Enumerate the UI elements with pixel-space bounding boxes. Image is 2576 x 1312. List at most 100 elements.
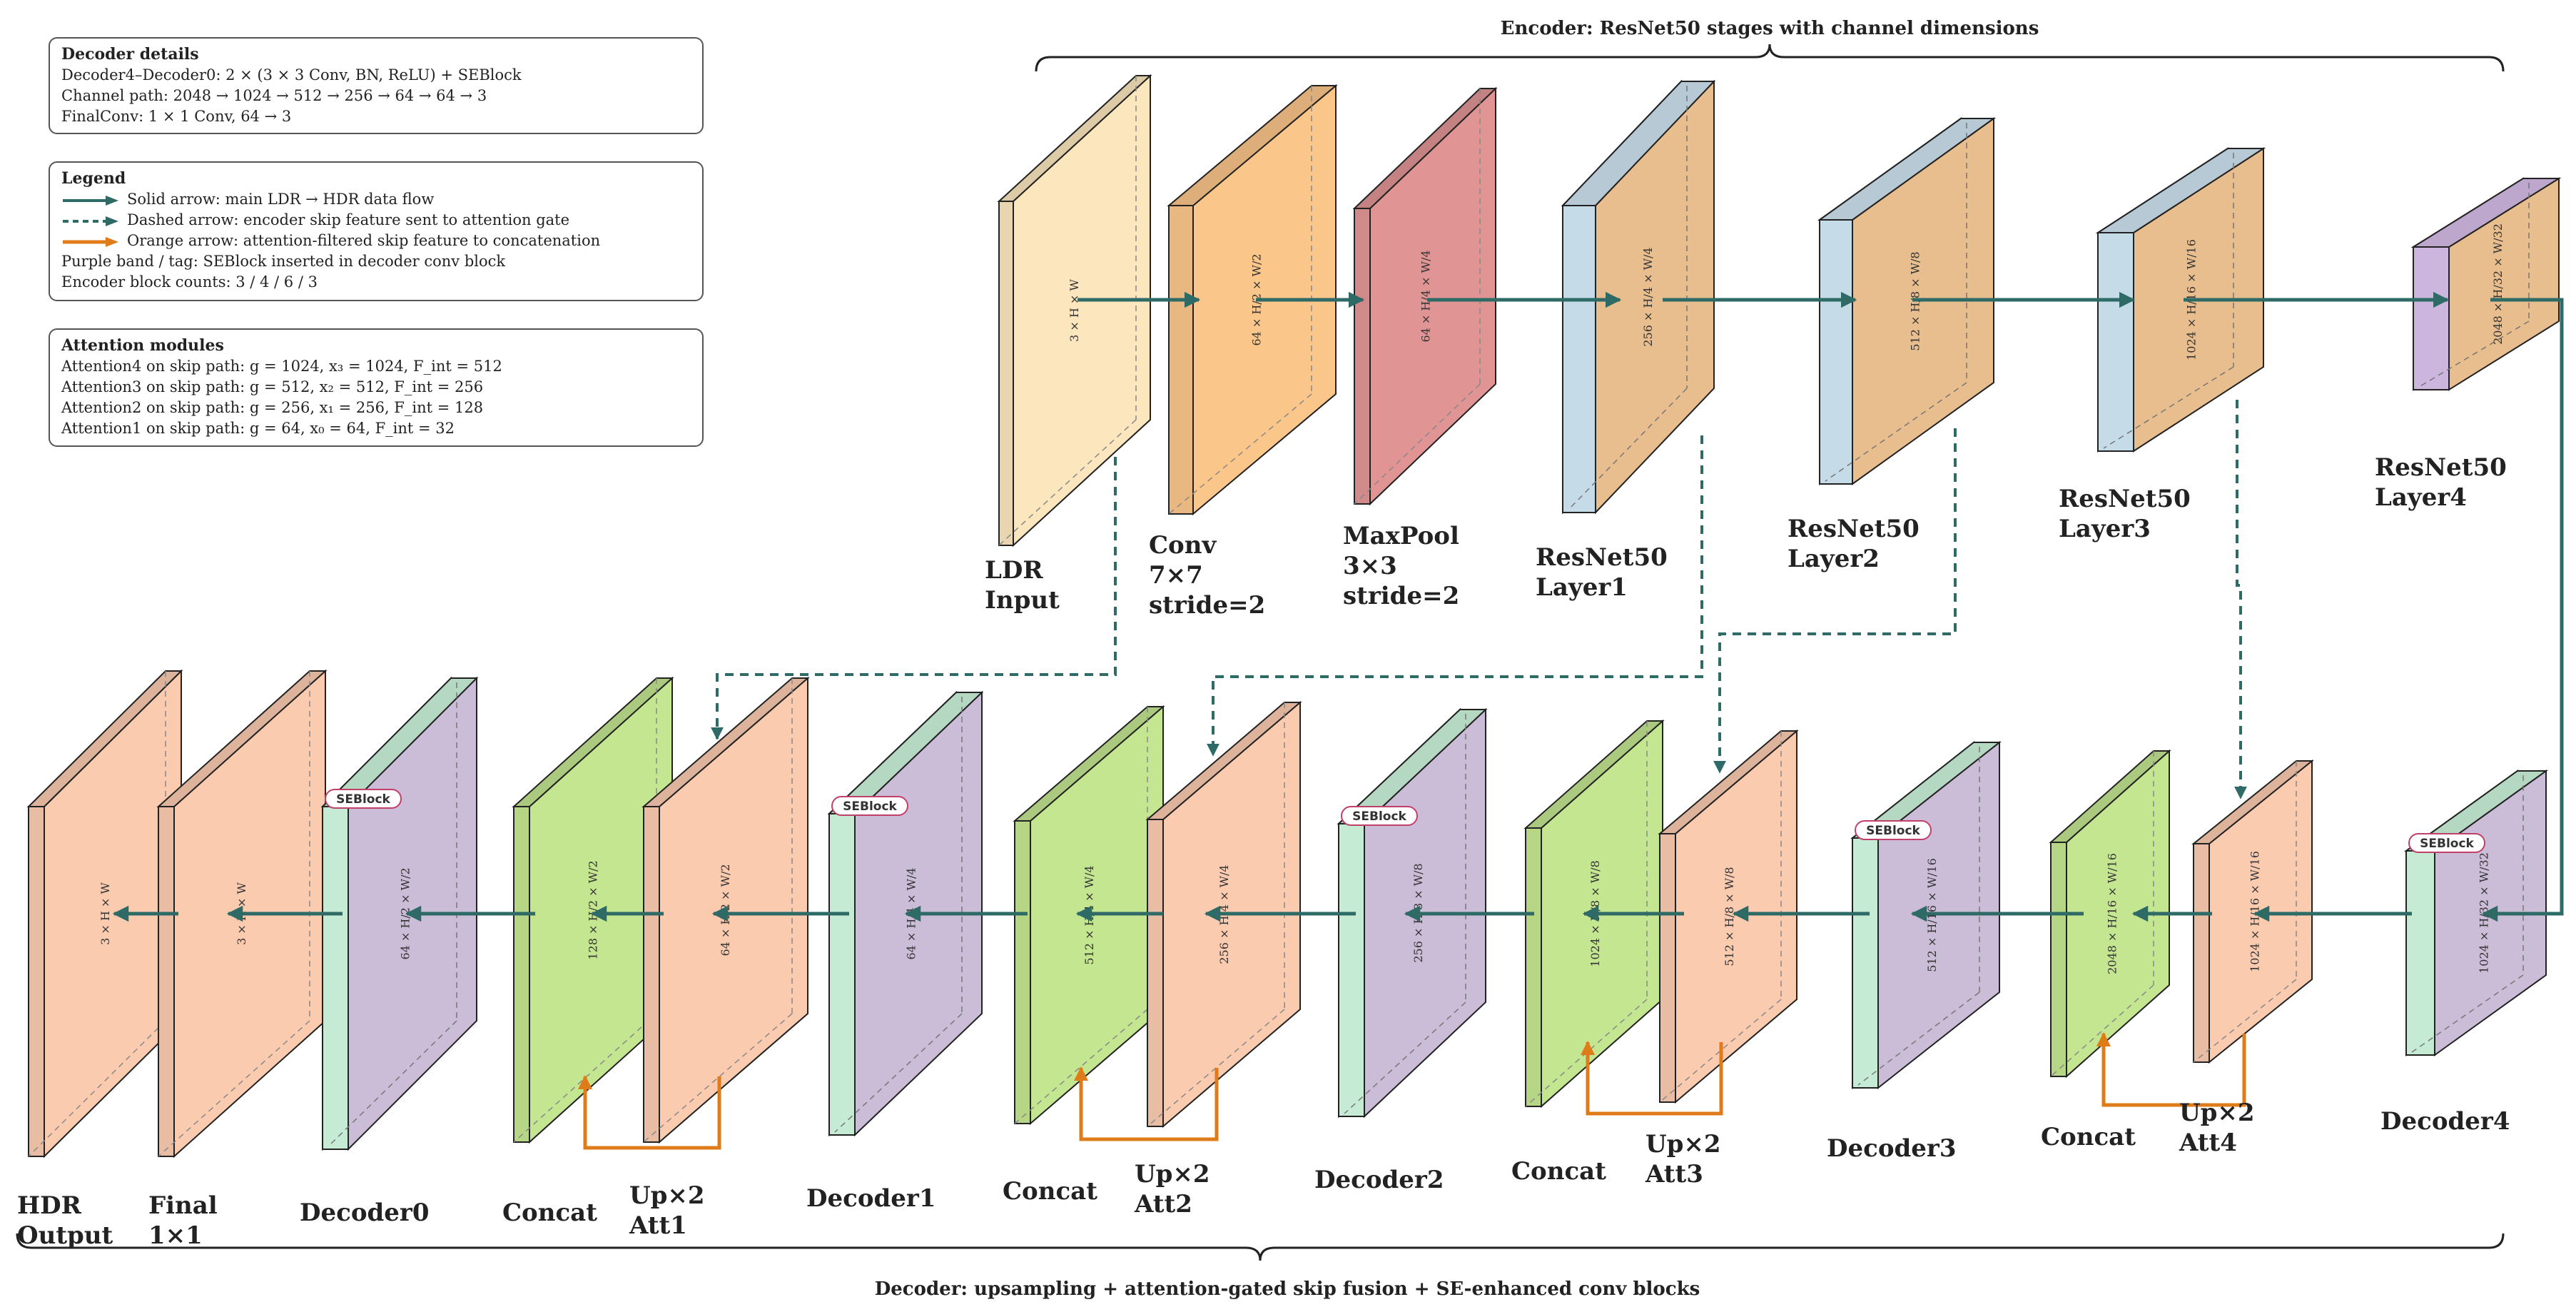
- block-name-line: Input: [985, 586, 1060, 615]
- block-face: [659, 676, 808, 1144]
- seblock-tag-text: SEBlock: [1866, 824, 1920, 838]
- block-face: [2413, 246, 2450, 390]
- skip-arrow: [2234, 400, 2247, 799]
- legend-solid-entry: Solid arrow: main LDR → HDR data flow: [61, 189, 691, 210]
- block-name-line: Up×2: [2179, 1099, 2255, 1127]
- block-up3: 512 × H/8 × W/8: [1658, 729, 1799, 1104]
- decoder-details-line: Decoder4–Decoder0: 2 × (3 × 3 Conv, BN, …: [61, 66, 522, 84]
- block-face: [2095, 148, 2266, 233]
- hidden-edge: [2050, 984, 2154, 1077]
- dashed-arrow-icon: [63, 216, 118, 226]
- decoder-details-line: FinalConv: 1 × 1 Conv, 64 → 3: [61, 108, 292, 125]
- block-face: [1147, 819, 1164, 1127]
- hidden-edge: [1344, 1001, 1466, 1114]
- decoder-details-box: Decoder details Decoder4–Decoder0: 2 × (…: [49, 37, 704, 134]
- block-name-line: Concat: [502, 1199, 597, 1227]
- hidden-edge: [28, 1020, 166, 1157]
- legend-orange-entry: Orange arrow: attention-filtered skip fe…: [61, 231, 691, 251]
- decoder-details-line: Channel path: 2048 → 1024 → 512 → 256 → …: [61, 87, 487, 104]
- attention-line: Attention1 on skip path: g = 64, x₀ = 64…: [61, 420, 455, 437]
- block-name-line: Decoder1: [806, 1184, 935, 1213]
- seblock-tag-text: SEBlock: [2420, 837, 2474, 851]
- block-dim-label: 3 × H × W: [98, 882, 112, 945]
- attention-output-arrow: [1074, 1066, 1219, 1141]
- seblock-tag: SEBlock: [2408, 833, 2485, 853]
- legend-dashed-text: Dashed arrow: encoder skip feature sent …: [127, 211, 570, 228]
- hidden-edge: [2418, 321, 2530, 388]
- hidden-edge: [1857, 991, 1980, 1086]
- block-name-dec0: Decoder0: [300, 1199, 429, 1227]
- block-name-line: Decoder2: [1314, 1166, 1444, 1194]
- block-face: [26, 670, 183, 807]
- hidden-edge: [1825, 382, 1967, 482]
- hidden-edge: [2103, 366, 2234, 449]
- block-name-line: Att2: [1134, 1190, 1192, 1218]
- block-dim-label: 3 × H × W: [1068, 279, 1081, 342]
- block-name-line: Decoder4: [2380, 1107, 2510, 1136]
- block-name-line: Output: [17, 1221, 113, 1250]
- block-name-concat3: Concat: [1511, 1157, 1606, 1186]
- block-name-line: LDR: [985, 556, 1043, 585]
- attention-output-arrow: [578, 1075, 721, 1150]
- block-face: [1352, 88, 1498, 209]
- block-face: [998, 201, 1014, 546]
- block-name-line: Up×2: [1135, 1160, 1210, 1189]
- block-name-line: Decoder0: [300, 1199, 429, 1227]
- block-name-line: Final: [148, 1191, 218, 1220]
- block-name-line: Layer4: [2375, 483, 2467, 512]
- block-name-concat2: Concat: [1003, 1177, 1097, 1206]
- block-face: [2405, 850, 2435, 1056]
- block-face: [1819, 219, 1853, 485]
- block-face: [1525, 827, 1542, 1107]
- block-dim-label: 64 × H/2 × W/2: [719, 864, 732, 956]
- block-face: [1658, 730, 1799, 834]
- block-face: [1675, 729, 1797, 1104]
- block-face: [1013, 74, 1151, 547]
- block-face: [643, 806, 660, 1143]
- block-name-line: ResNet50: [2375, 453, 2507, 482]
- legend-orange-text: Orange arrow: attention-filtered skip fe…: [127, 232, 601, 249]
- block-name-line: ResNet50: [2059, 485, 2191, 513]
- block-face: [512, 677, 674, 807]
- block-name-line: Up×2: [1646, 1130, 1721, 1159]
- seblock-tag-bg: [1341, 806, 1418, 826]
- block-face: [2050, 842, 2067, 1077]
- block-dim-label: 1024 × H/16 × W/16: [2248, 851, 2261, 972]
- hidden-edge: [2411, 974, 2524, 1053]
- block-dim-label: 256 × H/4 × W/4: [1641, 247, 1655, 346]
- decoder-details-title: Decoder details: [61, 45, 199, 64]
- seblock-tag-text: SEBlock: [843, 799, 897, 814]
- legend-solid-text: Solid arrow: main LDR → HDR data flow: [127, 191, 435, 208]
- seblock-tag: SEBlock: [325, 789, 402, 809]
- block-concat4: 2048 × H/16 × W/16: [2049, 749, 2171, 1079]
- block-face: [2193, 843, 2210, 1063]
- block-name-line: Concat: [2041, 1123, 2136, 1151]
- block-face: [997, 75, 1152, 202]
- block-name-dec1: Decoder1: [806, 1184, 935, 1213]
- block-face: [1014, 820, 1031, 1124]
- seblock-tag-bg: [1855, 820, 1932, 840]
- block-name-line: stride=2: [1343, 582, 1459, 610]
- block-face: [2191, 760, 2314, 844]
- block-name-dec4: Decoder4: [2380, 1107, 2510, 1136]
- seblock-tag-text: SEBlock: [1352, 809, 1406, 824]
- seblock-tag: SEBlock: [1855, 820, 1932, 840]
- block-dim-label: 2048 × H/16 × W/16: [2105, 853, 2119, 974]
- skip-arrow: [711, 457, 1117, 740]
- block-name-line: Att1: [629, 1211, 687, 1240]
- attention-line: Attention4 on skip path: g = 1024, x₃ = …: [61, 358, 502, 375]
- block-face: [1523, 720, 1665, 829]
- block-name-dec3: Decoder3: [1827, 1134, 1956, 1163]
- block-face: [1561, 81, 1716, 206]
- block-name-line: Conv: [1149, 531, 1217, 560]
